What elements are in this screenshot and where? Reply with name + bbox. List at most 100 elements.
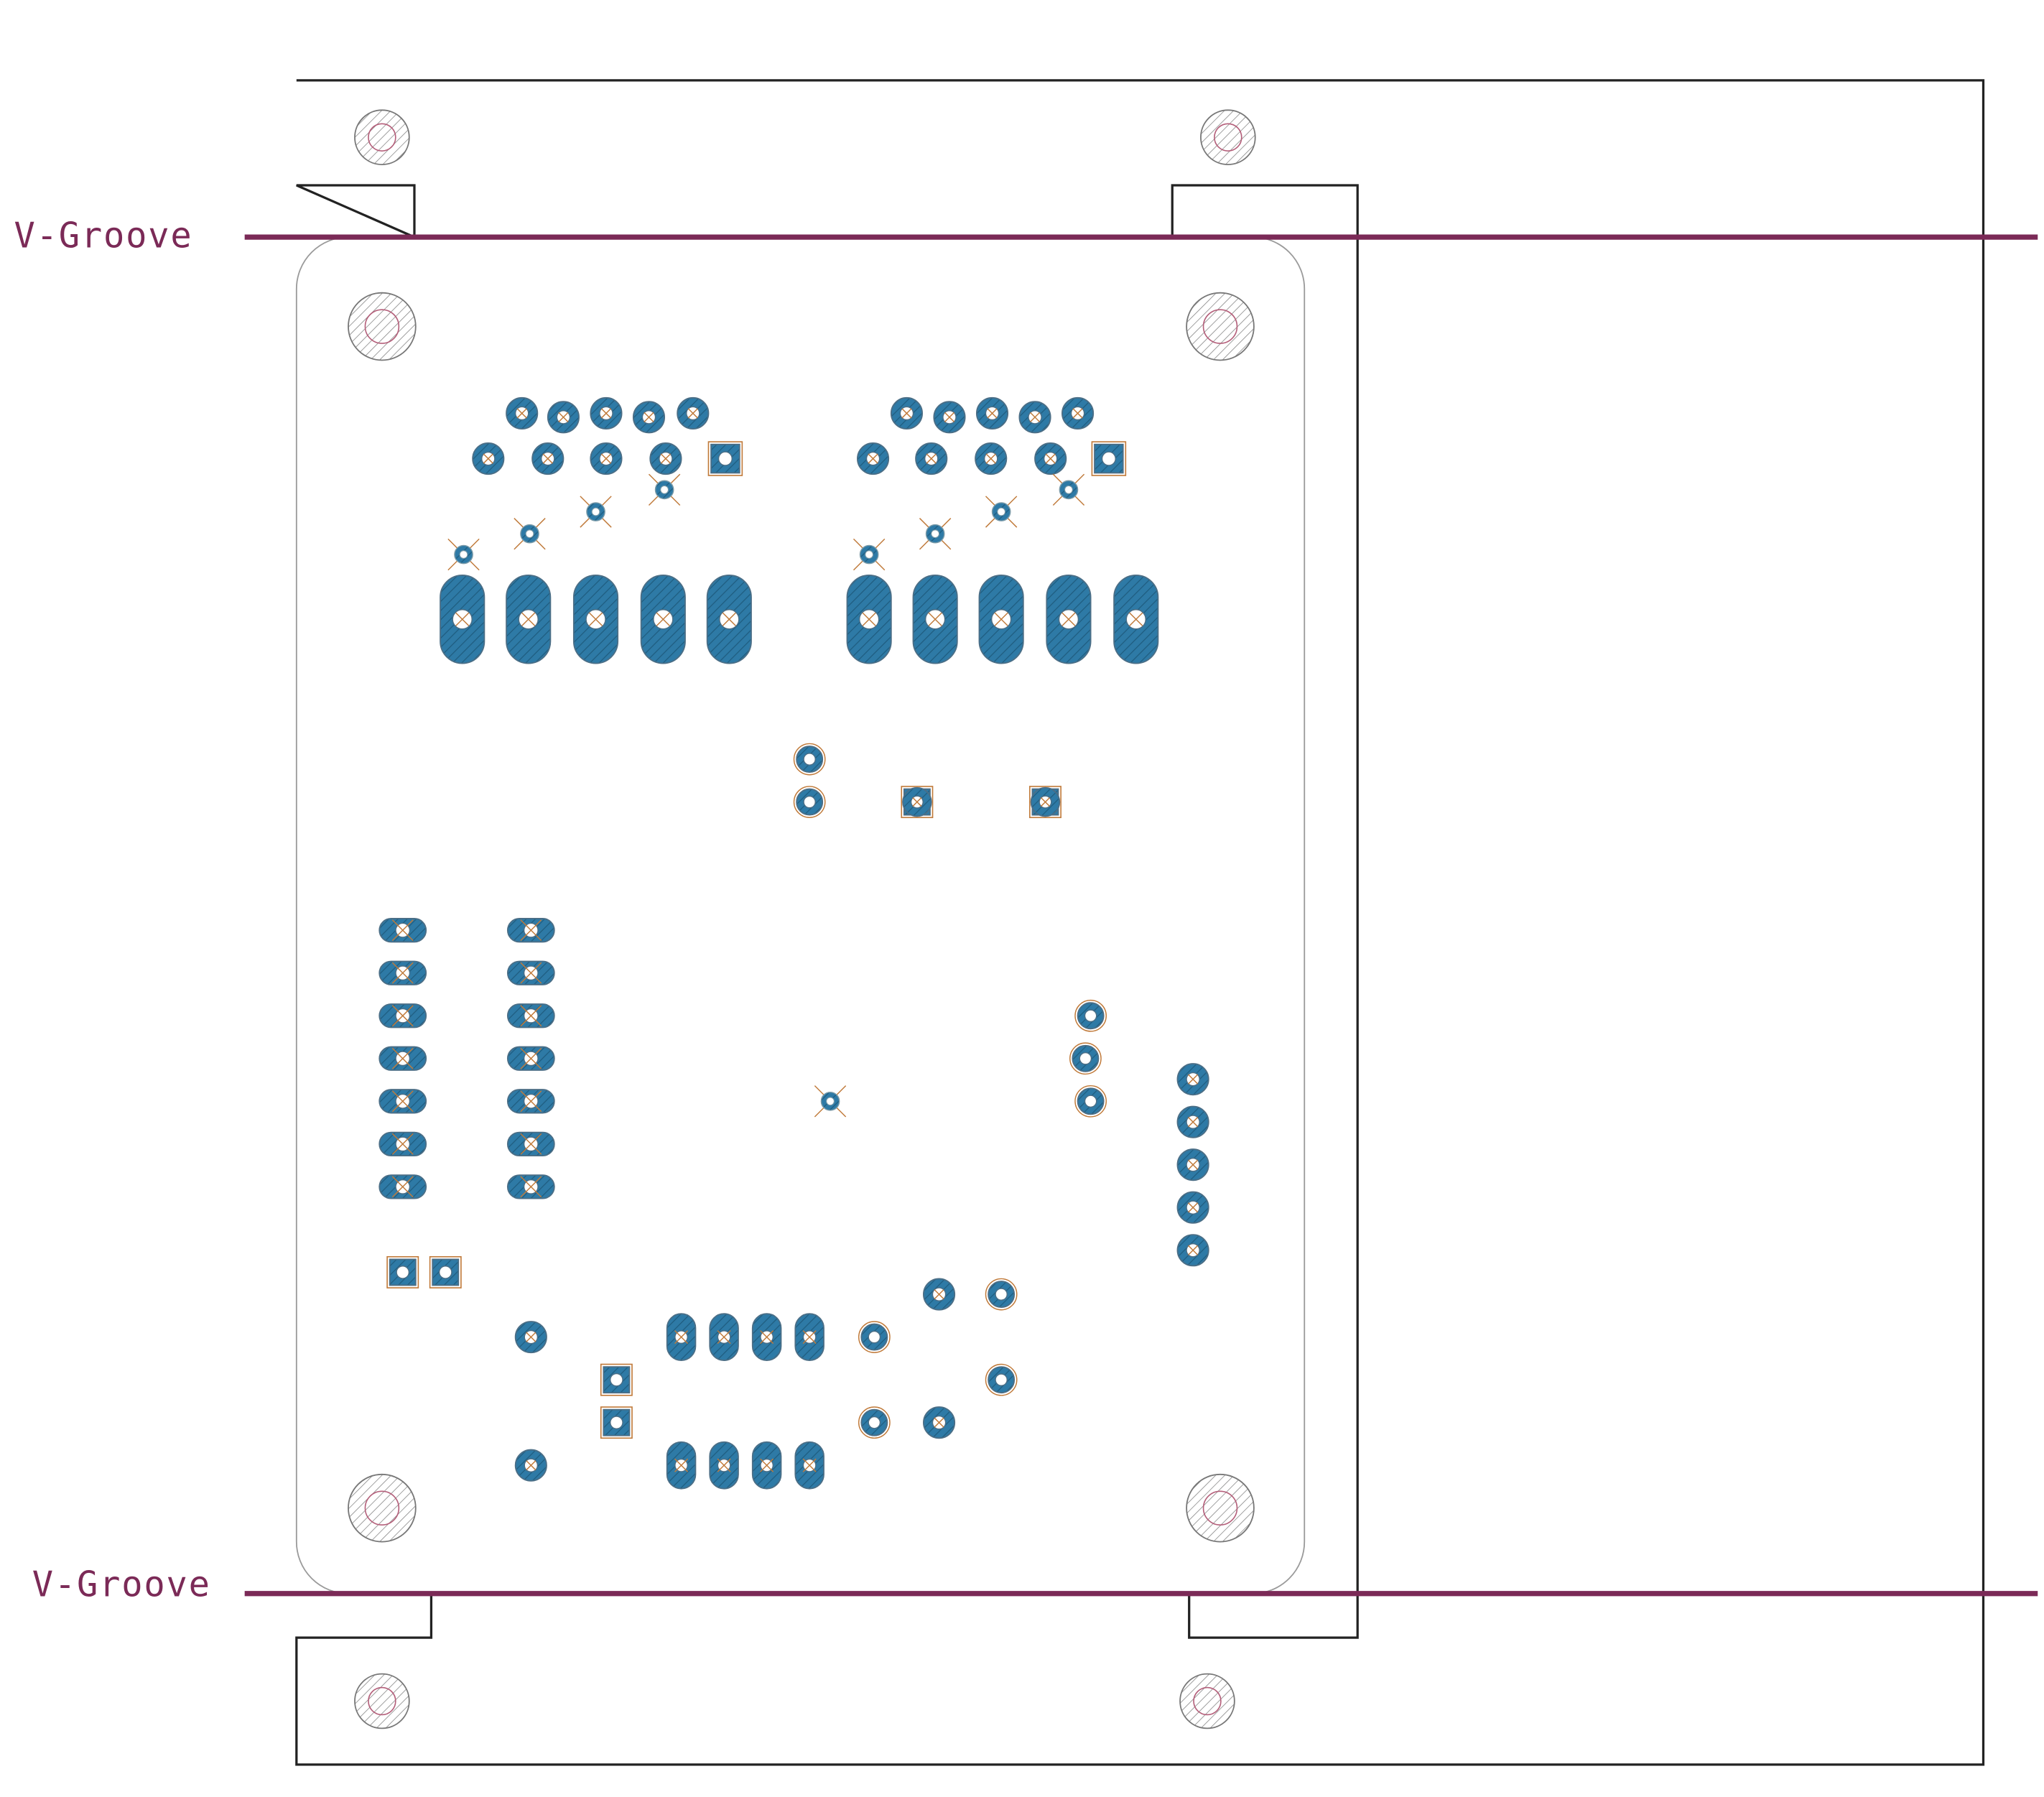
oval-pad-horizontal <box>506 1089 555 1114</box>
square-pad <box>386 1255 419 1288</box>
large-oval-pad <box>912 575 958 664</box>
ring-pad <box>1069 1042 1102 1075</box>
via <box>648 473 681 506</box>
mounting-holes <box>348 109 1256 1729</box>
oval-pad-horizontal <box>506 918 555 943</box>
large-oval-pad <box>1113 575 1159 664</box>
ring-pad <box>985 1363 1018 1396</box>
via <box>853 538 886 571</box>
header-pin <box>1176 1105 1209 1138</box>
oval-pad-horizontal <box>378 960 427 985</box>
connector-pin <box>857 442 890 475</box>
large-oval-pad <box>640 575 686 664</box>
square-pad <box>600 1363 633 1396</box>
oval-pad-horizontal <box>378 1046 427 1071</box>
via <box>985 496 1018 528</box>
square-pad <box>429 1255 462 1288</box>
round-pad <box>923 1278 956 1311</box>
ring-pad <box>858 1321 891 1353</box>
round-pad <box>514 1449 547 1482</box>
header-pin <box>1176 1191 1209 1224</box>
ring-pad <box>1074 1085 1107 1118</box>
large-oval-pad <box>506 575 552 664</box>
mounting-hole <box>348 292 417 361</box>
large-oval-pad <box>572 575 619 664</box>
connector-pin <box>890 396 924 429</box>
dip-pad <box>794 1441 824 1490</box>
ring-pad <box>793 743 826 776</box>
connector-pin <box>975 442 1008 475</box>
mounting-hole <box>354 109 410 165</box>
round-pad <box>1030 786 1061 817</box>
v-groove-label-bottom: V-Groove <box>32 1564 211 1605</box>
square-pad <box>600 1406 633 1439</box>
connector-pin <box>649 442 682 475</box>
via <box>919 518 952 550</box>
connector-pin <box>506 396 539 429</box>
mounting-hole <box>348 1473 417 1543</box>
round-pad <box>923 1406 956 1439</box>
connector-pin <box>547 401 580 434</box>
connector-pin <box>933 401 966 434</box>
connector-pin <box>677 396 710 429</box>
connector-pin <box>915 442 948 475</box>
dip-pad <box>709 1441 739 1490</box>
dip-pad <box>666 1313 697 1361</box>
pads-layer <box>378 396 1209 1490</box>
via <box>1052 473 1085 506</box>
connector-pin <box>975 396 1009 429</box>
connector-pin <box>1018 401 1051 434</box>
ring-pad <box>985 1278 1018 1311</box>
large-oval-pad <box>440 575 486 664</box>
dip-pad <box>666 1441 697 1490</box>
square-pad <box>707 441 743 476</box>
header-pin <box>1176 1148 1209 1181</box>
via <box>514 518 546 550</box>
large-oval-pad <box>706 575 752 664</box>
mounting-hole <box>354 1673 410 1729</box>
connector-pin <box>531 442 565 475</box>
dip-pad <box>709 1313 739 1361</box>
large-oval-pad <box>1046 575 1092 664</box>
oval-pad-horizontal <box>506 960 555 985</box>
header-pin <box>1176 1063 1209 1096</box>
square-pad <box>1091 441 1127 476</box>
connector-pin <box>472 442 505 475</box>
ring-pad <box>858 1406 891 1439</box>
connector-pin <box>1034 442 1067 475</box>
oval-pad-horizontal <box>506 1046 555 1071</box>
connector-pin <box>590 442 623 475</box>
mounting-hole <box>1179 1673 1235 1729</box>
oval-pad-horizontal <box>378 1089 427 1114</box>
via <box>814 1085 847 1118</box>
mounting-hole <box>1186 1473 1255 1543</box>
oval-pad-horizontal <box>378 1174 427 1199</box>
via <box>447 538 480 571</box>
dip-pad <box>751 1441 782 1490</box>
oval-pad-horizontal <box>506 1174 555 1199</box>
board-outline <box>295 236 1306 1594</box>
dip-pad <box>751 1313 782 1361</box>
dip-pad <box>794 1313 824 1361</box>
mounting-hole <box>1186 292 1255 361</box>
oval-pad-horizontal <box>506 1131 555 1156</box>
header-pin <box>1176 1234 1209 1267</box>
v-groove-label-top: V-Groove <box>14 216 193 256</box>
mounting-hole <box>1200 109 1256 165</box>
round-pad <box>902 786 932 817</box>
oval-pad-horizontal <box>378 1003 427 1028</box>
ring-pad <box>793 786 826 818</box>
ring-pad <box>1074 999 1107 1032</box>
large-oval-pad <box>978 575 1024 664</box>
large-oval-pad <box>846 575 892 664</box>
oval-pad-horizontal <box>506 1003 555 1028</box>
connector-pin <box>1062 396 1095 429</box>
panel-frame-outline <box>295 79 1985 1766</box>
oval-pad-horizontal <box>378 1131 427 1156</box>
oval-pad-horizontal <box>378 918 427 943</box>
round-pad <box>514 1321 547 1354</box>
connector-pin <box>590 396 623 429</box>
via <box>580 496 612 528</box>
connector-pin <box>632 401 666 434</box>
